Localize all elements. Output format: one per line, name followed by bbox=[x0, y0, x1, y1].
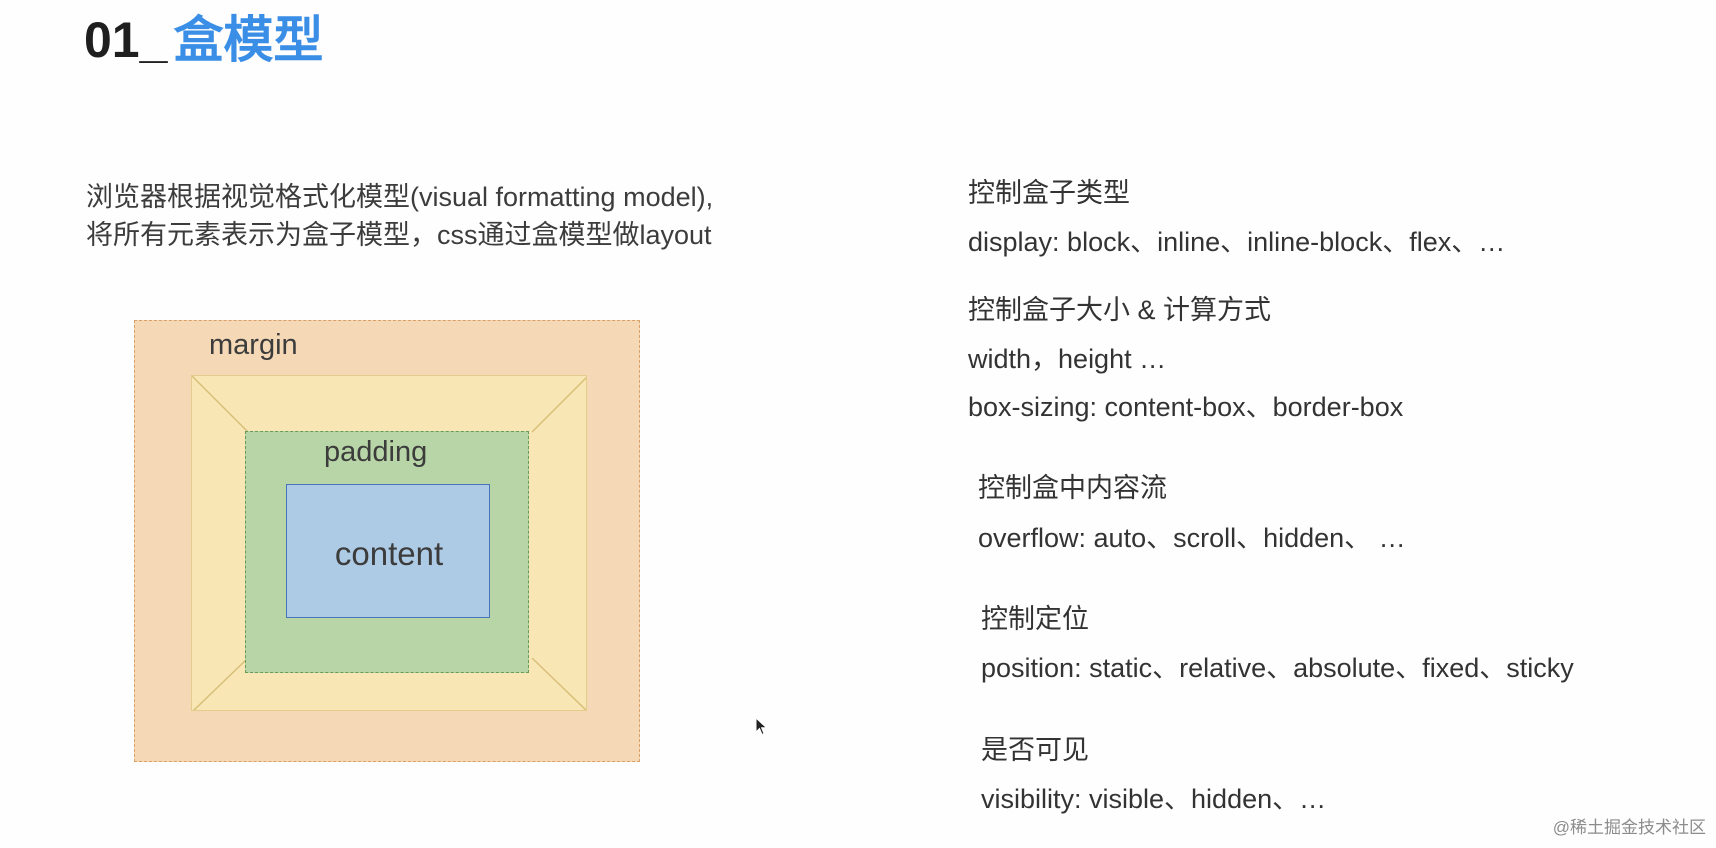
mouse-pointer-icon bbox=[755, 716, 769, 742]
section-line-overflow: overflow: auto、scroll、hidden、 … bbox=[978, 523, 1406, 553]
section-line-visibility: visibility: visible、hidden、… bbox=[981, 784, 1327, 814]
section-line-width-height: width，height … bbox=[968, 344, 1167, 374]
content-label: content bbox=[334, 535, 444, 572]
content-box: content bbox=[286, 484, 490, 618]
box-model-diagram: margin border padding content bbox=[134, 320, 640, 762]
section-line-display: display: block、inline、inline-block、flex、… bbox=[968, 227, 1506, 257]
watermark: @稀土掘金技术社区 bbox=[1552, 818, 1706, 837]
section-line-box-sizing: box-sizing: content-box、border-box bbox=[968, 392, 1404, 422]
title-number: 01_ bbox=[84, 12, 168, 68]
border-corner-lines bbox=[192, 376, 586, 710]
section-line-position: position: static、relative、absolute、fixed… bbox=[981, 653, 1574, 683]
section-heading-visibility: 是否可见 bbox=[981, 735, 1089, 765]
section-heading-box-size: 控制盒子大小 & 计算方式 bbox=[968, 295, 1272, 325]
title-text: 盒模型 bbox=[173, 12, 324, 68]
intro-paragraph: 浏览器根据视觉格式化模型(visual formatting model), 将… bbox=[86, 178, 766, 254]
intro-line-1: 浏览器根据视觉格式化模型(visual formatting model), bbox=[86, 182, 714, 212]
section-heading-positioning: 控制定位 bbox=[981, 604, 1089, 634]
section-heading-content-flow: 控制盒中内容流 bbox=[978, 473, 1167, 503]
intro-line-2: 将所有元素表示为盒子模型，css通过盒模型做layout bbox=[86, 220, 712, 250]
padding-label: padding bbox=[324, 436, 428, 468]
margin-label: margin bbox=[209, 329, 298, 361]
section-heading-box-type: 控制盒子类型 bbox=[968, 178, 1130, 208]
page-title: 01_盒模型 bbox=[84, 10, 323, 70]
